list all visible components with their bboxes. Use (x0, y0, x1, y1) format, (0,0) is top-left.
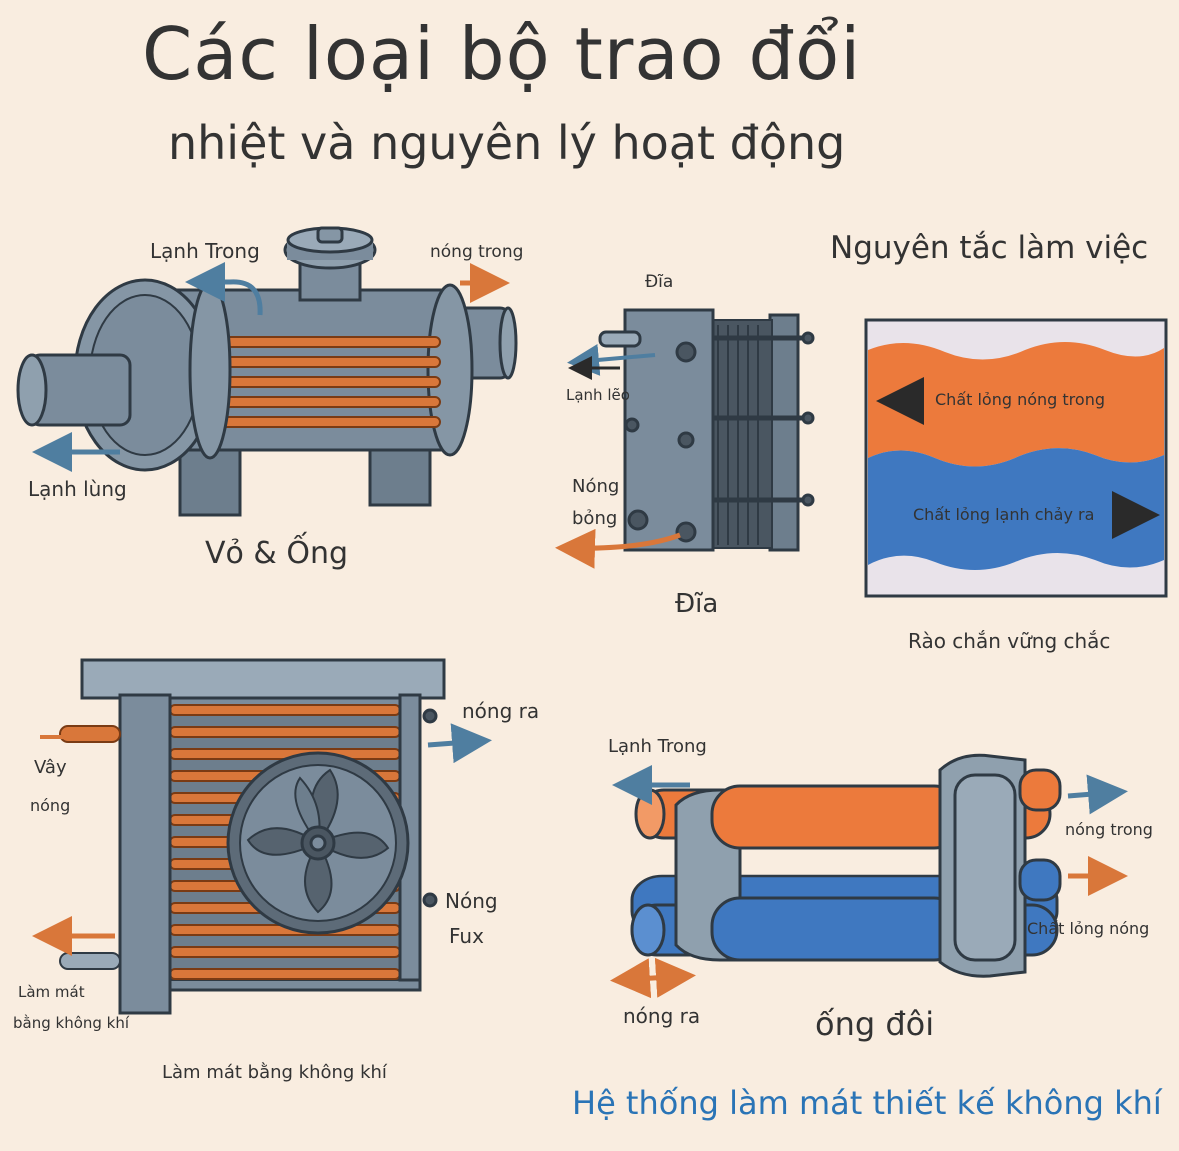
double-pipe-outer-shell (710, 784, 964, 850)
shell-copper-tubes (214, 336, 441, 428)
double-hot-out-arrow (610, 957, 696, 999)
double-pipe-exchanger (630, 753, 1062, 978)
cold-fluid-band (868, 448, 1164, 570)
air-cool-label-2: bằng không khí (13, 1014, 130, 1032)
plate-cold-label: Lạnh lẽo (566, 386, 630, 404)
shell-cold-out-label: Lạnh lùng (28, 477, 127, 501)
cold-fluid-label: Chất lỏng lạnh chảy ra (913, 505, 1095, 524)
double-pipe-caption: ống đôi (815, 1005, 935, 1043)
air-hot-fux-label-2: Fux (449, 924, 484, 948)
plate-front-frame (623, 308, 715, 552)
working-principle-title: Nguyên tắc làm việc (830, 230, 1149, 266)
double-cold-in-label: Lạnh Trong (608, 736, 707, 757)
hot-fluid-label: Chất lỏng nóng trong (935, 390, 1105, 409)
page-subtitle: nhiệt và nguyên lý hoạt động (168, 116, 846, 170)
air-cooled-inlet-pipe (59, 725, 121, 743)
air-hot-fux-label-1: Nóng (445, 889, 498, 913)
air-fin-label-1: Vây (34, 757, 67, 778)
plate-exchanger (598, 308, 815, 552)
plate-hot-label-1: Nóng (572, 476, 620, 497)
air-fin-label-2: nóng (30, 796, 71, 815)
working-principle-diagram (864, 318, 1168, 598)
air-hot-out-label: nóng ra (462, 699, 540, 723)
double-hot-fluid-label: Chất lỏng nóng (1027, 919, 1150, 938)
air-cooled-outlet-pipe (59, 952, 121, 970)
plate-caption: Đĩa (675, 589, 719, 619)
air-cooled-caption: Làm mát bằng không khí (162, 1062, 387, 1083)
plate-hot-label-2: bỏng (572, 508, 618, 529)
plate-stack (709, 319, 773, 549)
double-hot-in-arrow (1067, 774, 1128, 815)
plate-back-frame (768, 313, 800, 552)
shell-hot-in-label: nóng trong (430, 242, 524, 262)
plate-top-label: Đĩa (645, 272, 674, 292)
plate-hot-out-arrow (555, 528, 681, 569)
shell-and-tube-caption: Vỏ & Ống (205, 536, 349, 571)
air-hot-out-arrow (427, 723, 492, 764)
shell-and-tube-exchanger (16, 226, 518, 517)
double-hot-in-label: nóng trong (1065, 820, 1153, 839)
air-cooled-top-cover (80, 658, 446, 700)
page-title: Các loại bộ trao đổi (142, 12, 862, 96)
hot-fluid-band (868, 342, 1164, 467)
double-hot-out-label: nóng ra (623, 1004, 701, 1028)
air-cooled-exchanger (59, 658, 446, 1015)
footer-text: Hệ thống làm mát thiết kế không khí (572, 1084, 1162, 1122)
working-principle-caption: Rào chắn vững chắc (908, 629, 1111, 653)
shell-cold-in-arrow (185, 262, 263, 316)
air-cool-label-1: Làm mát (18, 983, 85, 1001)
shell-cold-in-label: Lạnh Trong (150, 239, 260, 263)
